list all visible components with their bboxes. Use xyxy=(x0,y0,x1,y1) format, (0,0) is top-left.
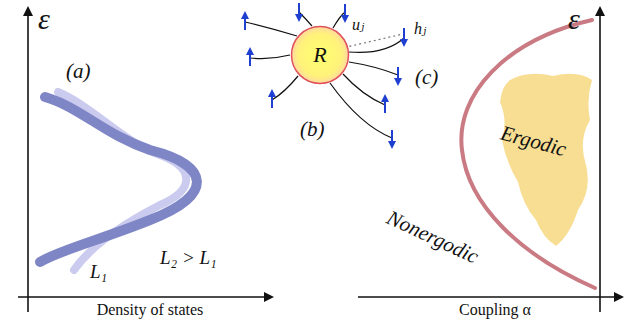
dos-curve-l2 xyxy=(40,97,197,262)
y-axis xyxy=(599,8,601,312)
ergodic-region: Ergodic xyxy=(498,70,593,250)
axis-title: Density of states xyxy=(97,301,204,319)
region-label: Nonergodic xyxy=(383,206,482,269)
spin-arrows xyxy=(245,3,404,147)
x-axis xyxy=(358,296,622,298)
y-axis xyxy=(27,8,29,312)
curve-label: L₁ xyxy=(90,262,107,283)
field-label: hⱼ xyxy=(414,20,426,38)
curve-label: L₂ > L₁ xyxy=(160,248,217,269)
panel-label: (a) xyxy=(66,60,91,83)
particle-region: R xyxy=(290,25,350,85)
blob-shape xyxy=(500,74,592,246)
panel-label: (c) xyxy=(415,66,438,89)
axis-title: Coupling α xyxy=(459,301,531,319)
circle-shape xyxy=(292,27,349,84)
panel-label: (b) xyxy=(300,118,325,141)
x-axis xyxy=(18,296,272,298)
coupling-label: uⱼ xyxy=(352,16,364,34)
axis-label: ε xyxy=(568,2,580,35)
coupling-wires xyxy=(245,12,404,138)
axis-label: ε xyxy=(38,2,50,35)
region-label: R xyxy=(313,43,326,67)
region-fill xyxy=(498,70,593,250)
